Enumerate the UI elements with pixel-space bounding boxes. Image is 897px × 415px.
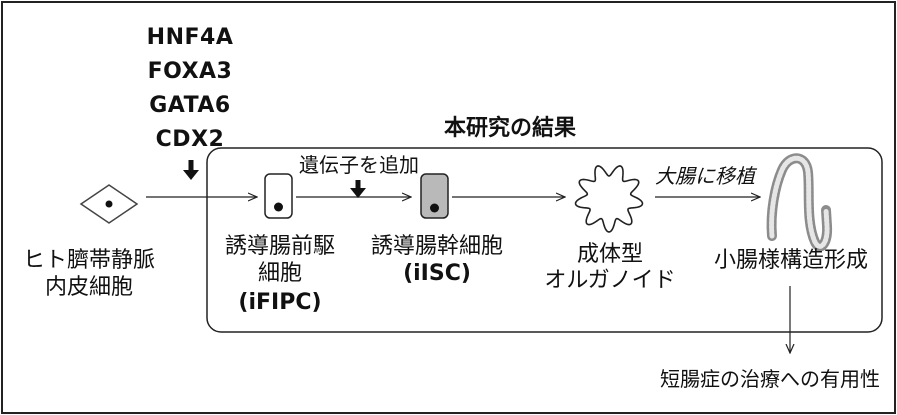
tf-down-arrow — [183, 160, 199, 180]
source-cell-label-2: 内皮細胞 — [44, 275, 133, 300]
source-cell-label-1: ヒト臍帯静脈 — [22, 248, 155, 273]
stem-cell-abbr: (iISC) — [403, 261, 471, 286]
transplant-label: 大腸に移植 — [655, 164, 755, 188]
section-title: 本研究の結果 — [443, 116, 576, 141]
stem-cell-icon — [420, 173, 449, 219]
organoid-label-1: 成体型 — [576, 242, 643, 267]
gene-addition-label: 遺伝子を追加 — [299, 153, 419, 177]
progenitor-cell-icon — [264, 173, 293, 219]
tf-label-3: GATA6 — [149, 93, 231, 118]
organoid-label-2: オルガノイド — [544, 268, 676, 293]
progenitor-label-1: 誘導腸前駆 — [224, 234, 335, 259]
tf-label-1: HNF4A — [146, 25, 234, 50]
results-box — [206, 147, 883, 333]
tf-label-4: CDX2 — [155, 127, 225, 152]
intestine-structure-icon — [766, 153, 833, 252]
progenitor-abbr: (iFIPC) — [238, 290, 322, 315]
gene-down-arrow — [350, 180, 366, 198]
stem-cell-label: 誘導腸幹細胞 — [370, 234, 503, 259]
tf-label-2: FOXA3 — [147, 59, 233, 84]
progenitor-label-2: 細胞 — [257, 261, 302, 286]
organoid-icon — [574, 165, 644, 233]
source-cell-icon — [79, 184, 139, 224]
structure-label: 小腸様構造形成 — [713, 248, 868, 273]
application-label: 短腸症の治療への有用性 — [660, 367, 880, 391]
